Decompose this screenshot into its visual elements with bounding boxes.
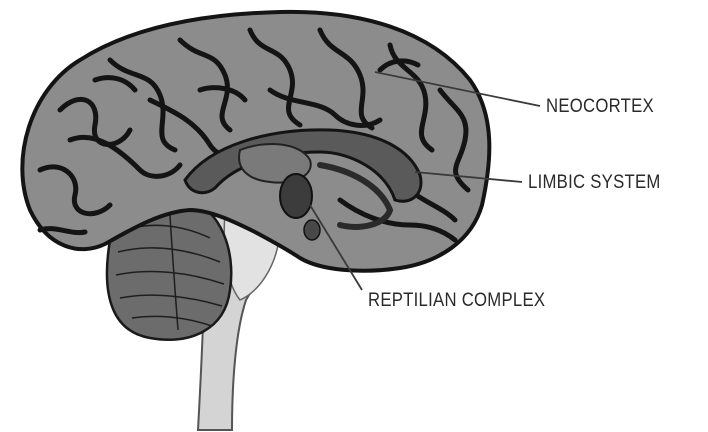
reptilian-complex-small	[304, 220, 320, 240]
neocortex-label: NEOCORTEX	[546, 96, 654, 118]
reptilian-complex-label: REPTILIAN COMPLEX	[368, 290, 545, 312]
reptilian-complex	[280, 174, 312, 218]
limbic-system-label: LIMBIC SYSTEM	[528, 172, 661, 194]
